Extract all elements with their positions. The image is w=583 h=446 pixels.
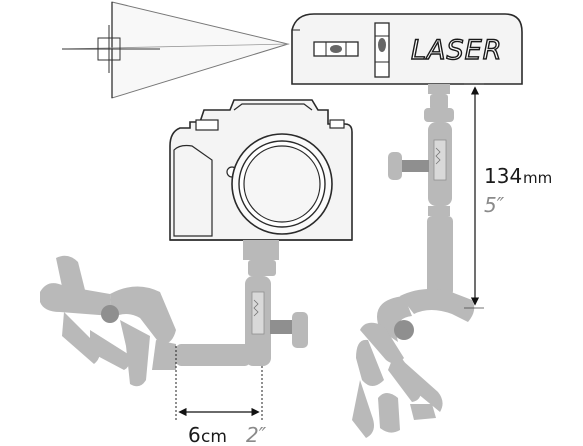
right-articulating-arm	[388, 84, 454, 296]
laser-label: LASER	[411, 35, 502, 66]
width-metric-unit: cm	[201, 427, 227, 446]
camera-lens-mount	[231, 133, 333, 235]
crosshair-target	[62, 25, 160, 73]
height-dimension	[464, 83, 484, 309]
height-imperial: 5″	[484, 193, 505, 217]
laser-level-device: LASER	[291, 13, 523, 85]
left-articulating-arm	[176, 240, 308, 366]
width-imperial: 2″	[246, 423, 267, 446]
bubble-level-vertical	[374, 22, 390, 78]
left-clamp	[40, 255, 176, 387]
camera-body	[169, 99, 353, 241]
right-clamp	[352, 288, 475, 438]
laser-beam-cone	[61, 1, 290, 99]
height-metric-unit: mm	[523, 169, 552, 187]
bubble-level-horizontal	[313, 41, 359, 57]
width-dimension	[175, 346, 263, 420]
width-metric-value: 6	[188, 423, 201, 446]
height-metric-value: 134	[484, 164, 522, 188]
